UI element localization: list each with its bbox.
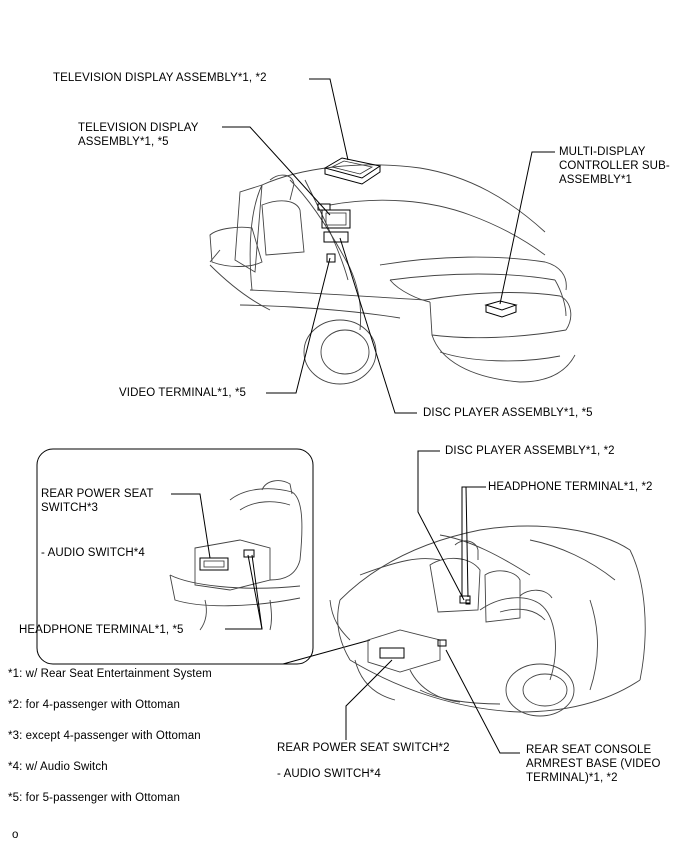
label-disc-player-5: DISC PLAYER ASSEMBLY*1, *5 bbox=[423, 407, 593, 419]
note-1: *1: w/ Rear Seat Entertainment System bbox=[8, 668, 212, 680]
label-headphone-terminal-2: HEADPHONE TERMINAL*1, *2 bbox=[488, 481, 653, 493]
bottom-leader-lines bbox=[345, 450, 520, 754]
inset-leader-lines bbox=[171, 493, 263, 630]
corner-mark: o bbox=[12, 829, 19, 841]
label-audio-switch-inset: - AUDIO SWITCH*4 bbox=[41, 547, 145, 559]
note-3: *3: except 4-passenger with Ottoman bbox=[8, 730, 201, 742]
label-disc-player-2: DISC PLAYER ASSEMBLY*1, *2 bbox=[445, 445, 615, 457]
inset-seat-illustration bbox=[169, 480, 303, 631]
label-multi-display-controller: MULTI-DISPLAY CONTROLLER SUB- ASSEMBLY*1 bbox=[559, 146, 670, 186]
note-2: *2: for 4-passenger with Ottoman bbox=[8, 699, 180, 711]
note-5: *5: for 5-passenger with Ottoman bbox=[8, 792, 180, 804]
label-tv-display-2: TELEVISION DISPLAY ASSEMBLY*1, *2 bbox=[53, 72, 267, 84]
note-4: *4: w/ Audio Switch bbox=[8, 761, 108, 773]
top-car-illustration bbox=[209, 157, 576, 385]
label-headphone-terminal-5: HEADPHONE TERMINAL*1, *5 bbox=[19, 624, 184, 636]
label-tv-display-5: TELEVISION DISPLAY ASSEMBLY*1, *5 bbox=[78, 122, 199, 148]
label-audio-switch-bottom: - AUDIO SWITCH*4 bbox=[277, 768, 381, 780]
top-leader-lines bbox=[222, 78, 555, 414]
bottom-car-illustration bbox=[329, 525, 646, 717]
inset-box bbox=[36, 448, 371, 665]
label-rear-seat-console-armrest: REAR SEAT CONSOLE ARMREST BASE (VIDEO TE… bbox=[526, 744, 661, 784]
label-rear-power-seat-switch-2: REAR POWER SEAT SWITCH*2 bbox=[277, 742, 450, 754]
label-rear-power-seat-switch-3: REAR POWER SEAT SWITCH*3 bbox=[41, 488, 154, 514]
label-video-terminal: VIDEO TERMINAL*1, *5 bbox=[119, 387, 247, 399]
